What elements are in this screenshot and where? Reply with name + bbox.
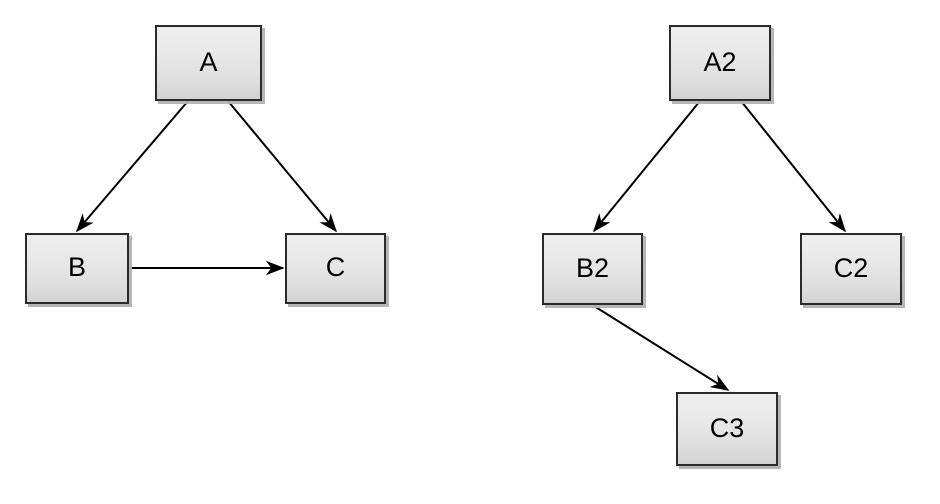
edge-a-to-c <box>227 100 338 233</box>
node-c3[interactable]: C3 <box>676 392 778 466</box>
node-c2[interactable]: C2 <box>800 233 902 305</box>
node-label-c3: C3 <box>709 412 745 443</box>
node-label-b: B <box>67 252 86 282</box>
node-a[interactable]: A <box>155 25 262 101</box>
node-label-a2: A2 <box>703 46 737 77</box>
node-label-c2: C2 <box>833 252 869 283</box>
node-c[interactable]: C <box>285 233 386 304</box>
node-label-b2: B2 <box>575 252 610 283</box>
edge-a2-to-b2 <box>592 100 701 233</box>
edge-b2-to-c3 <box>593 305 730 391</box>
edge-a2-to-c2 <box>740 100 846 233</box>
node-b2[interactable]: B2 <box>542 233 643 305</box>
node-b[interactable]: B <box>25 233 129 304</box>
edges-group <box>75 100 846 391</box>
node-a2[interactable]: A2 <box>669 25 771 101</box>
node-label-c: C <box>325 252 346 282</box>
edge-a-to-b <box>75 100 189 233</box>
node-label-a: A <box>199 46 218 77</box>
